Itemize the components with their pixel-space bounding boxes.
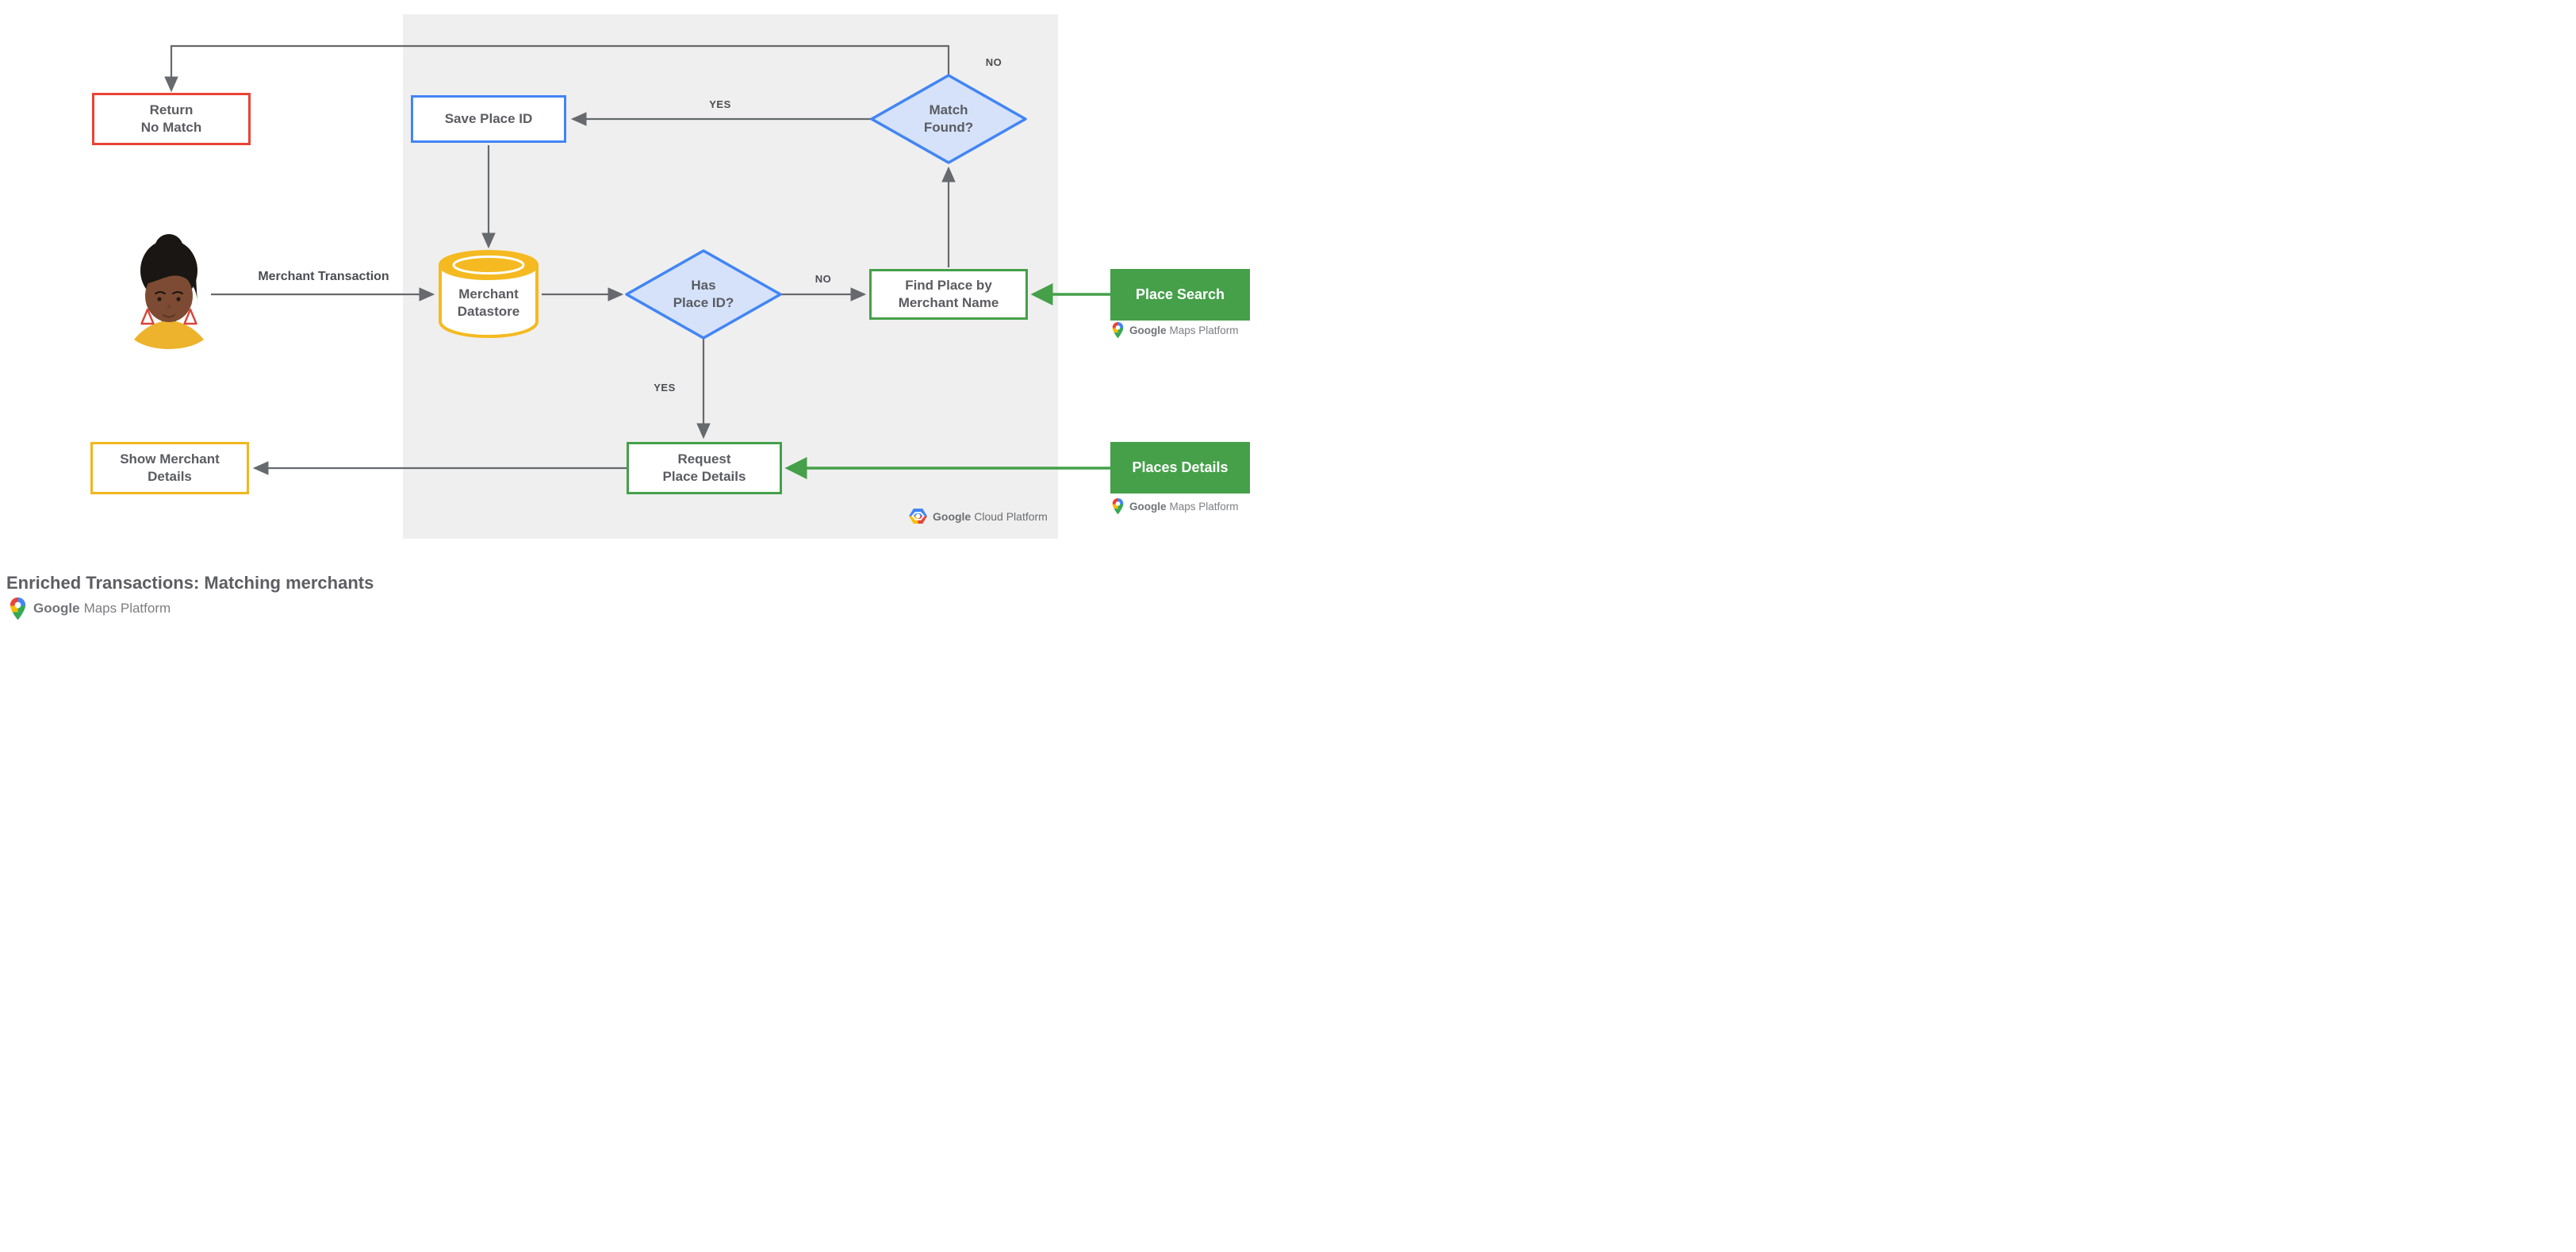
gmp-word-google: Google	[1129, 500, 1167, 513]
merchant-datastore-label: Merchant Datastore	[457, 286, 520, 320]
node-request-place-details: Request Place Details	[627, 442, 782, 494]
gmp-word-maps-platform: Maps Platform	[83, 601, 171, 616]
maps-pin-icon	[1112, 321, 1124, 339]
gmp-word-google: Google	[1129, 324, 1167, 336]
decision-has-place-id-label: Has Place ID?	[673, 278, 734, 311]
decision-has-place-id-shape	[625, 249, 782, 340]
decision-match-found-label: Match Found?	[923, 102, 974, 136]
edge-label-yes-mid: YES	[654, 382, 676, 394]
edge-label-yes-top: YES	[709, 98, 731, 110]
gmp-word-maps-platform: Maps Platform	[1169, 500, 1239, 513]
maps-pin-icon	[1112, 497, 1124, 515]
node-return-no-match: Return No Match	[92, 93, 251, 145]
node-places-details-api: Places Details	[1110, 442, 1250, 494]
edge-label-no-mid: NO	[815, 273, 832, 285]
gcp-word-cloud-platform: Cloud Platform	[974, 509, 1048, 523]
diagram-title: Enriched Transactions: Matching merchant…	[6, 573, 374, 593]
node-find-place-by-merchant-name: Find Place by Merchant Name	[869, 269, 1028, 320]
edge-label-no-top: NO	[985, 56, 1002, 68]
cloud-hexagon-icon	[909, 508, 927, 524]
gmp-word-maps-platform: Maps Platform	[1169, 324, 1239, 336]
node-save-place-id: Save Place ID	[411, 95, 566, 143]
diagram-canvas: Return No Match Save Place ID Find Place…	[0, 0, 1288, 626]
user-avatar	[134, 234, 204, 349]
node-show-merchant-details: Show Merchant Details	[90, 442, 249, 494]
node-place-search-api: Place Search	[1110, 269, 1250, 321]
edge-match-found-no-to-return	[164, 44, 950, 93]
gmp-word-google: Google	[33, 601, 80, 616]
merchant-datastore-cylinder	[437, 248, 540, 340]
decision-match-found-shape	[870, 74, 1027, 164]
maps-pin-icon	[10, 597, 26, 620]
gcp-word-google: Google	[933, 509, 972, 523]
flow-arrows-layer	[164, 44, 1110, 479]
edge-label-merchant-transaction: Merchant Transaction	[258, 270, 389, 283]
